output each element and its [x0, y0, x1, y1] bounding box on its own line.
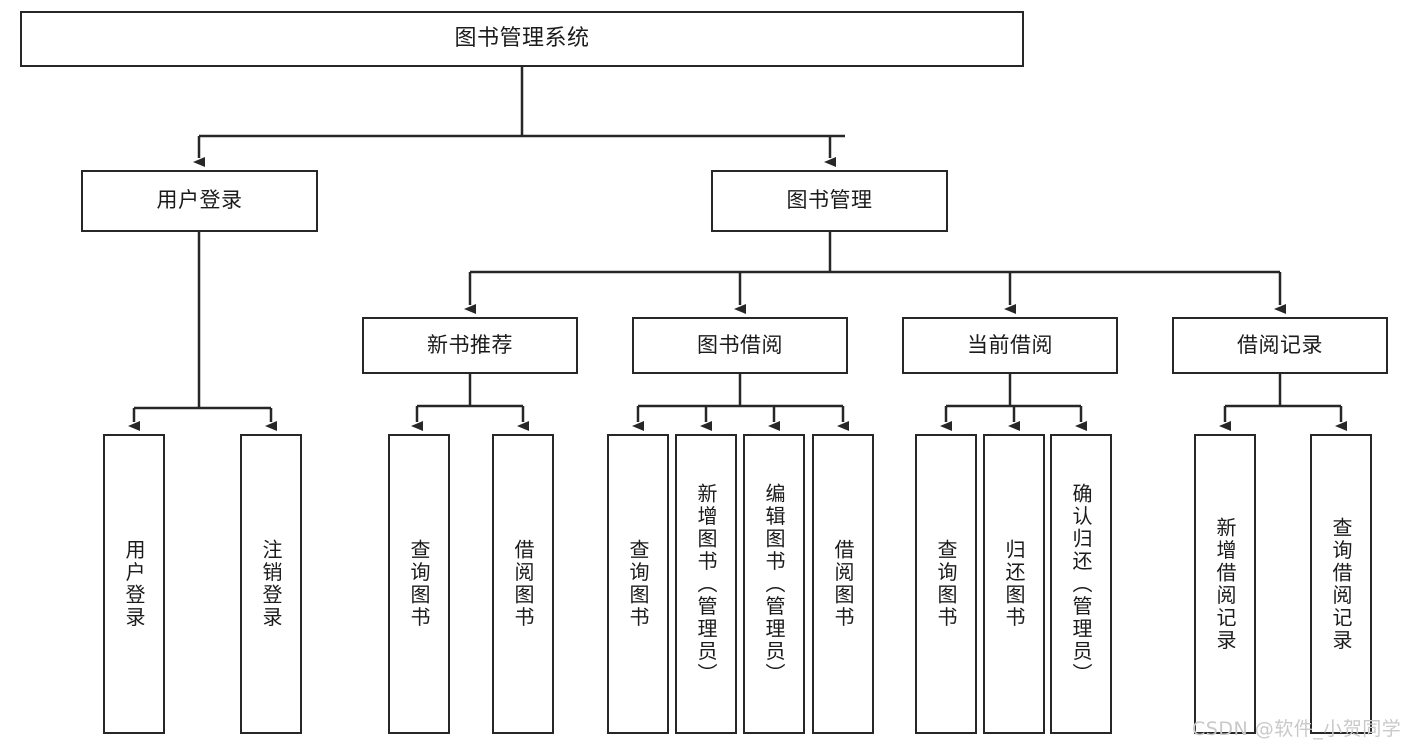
leaf-add-borrow-record-label: 新增借阅记录	[1213, 516, 1237, 652]
leaf-current-query-book[interactable]: 查询图书	[915, 434, 977, 734]
node-book-borrow-label: 图书借阅	[697, 332, 783, 357]
node-user-login-label: 用户登录	[156, 188, 243, 213]
leaf-borrow-book-label: 借阅图书	[831, 539, 855, 629]
leaf-confirm-return-admin-label: 确认归还（管理员）	[1069, 482, 1093, 686]
node-book-borrow[interactable]: 图书借阅	[632, 317, 848, 374]
node-borrow-record-label: 借阅记录	[1237, 332, 1323, 357]
node-book-management-label: 图书管理	[786, 188, 873, 213]
leaf-add-book-admin[interactable]: 新增图书（管理员）	[675, 434, 737, 734]
node-new-book-recommend[interactable]: 新书推荐	[362, 317, 578, 374]
leaf-logout-label: 注销登录	[259, 539, 283, 629]
leaf-query-borrow-record[interactable]: 查询借阅记录	[1310, 434, 1372, 734]
leaf-borrow-book[interactable]: 借阅图书	[812, 434, 874, 734]
leaf-add-borrow-record[interactable]: 新增借阅记录	[1194, 434, 1256, 734]
node-new-book-recommend-label: 新书推荐	[427, 332, 513, 357]
leaf-logout[interactable]: 注销登录	[240, 434, 302, 734]
leaf-return-book[interactable]: 归还图书	[983, 434, 1045, 734]
leaf-edit-book-admin[interactable]: 编辑图书（管理员）	[743, 434, 805, 734]
node-current-borrow[interactable]: 当前借阅	[902, 317, 1118, 374]
leaf-return-book-label: 归还图书	[1002, 539, 1026, 629]
node-borrow-record[interactable]: 借阅记录	[1172, 317, 1388, 374]
leaf-new-book-query-label: 查询图书	[407, 539, 431, 629]
leaf-borrow-query-book-label: 查询图书	[626, 539, 650, 629]
node-book-management[interactable]: 图书管理	[711, 170, 948, 232]
leaf-user-login[interactable]: 用户登录	[103, 434, 165, 734]
node-current-borrow-label: 当前借阅	[967, 332, 1053, 357]
node-user-login[interactable]: 用户登录	[81, 170, 318, 232]
node-root-library-system[interactable]: 图书管理系统	[20, 11, 1024, 67]
leaf-current-query-book-label: 查询图书	[934, 539, 958, 629]
leaf-borrow-query-book[interactable]: 查询图书	[607, 434, 669, 734]
leaf-confirm-return-admin[interactable]: 确认归还（管理员）	[1050, 434, 1112, 734]
leaf-add-book-admin-label: 新增图书（管理员）	[694, 482, 718, 686]
leaf-new-book-query[interactable]: 查询图书	[388, 434, 450, 734]
leaf-query-borrow-record-label: 查询借阅记录	[1329, 516, 1353, 652]
node-root-label: 图书管理系统	[454, 25, 590, 51]
leaf-user-login-label: 用户登录	[122, 539, 146, 629]
leaf-new-book-borrow-label: 借阅图书	[511, 539, 535, 629]
leaf-new-book-borrow[interactable]: 借阅图书	[492, 434, 554, 734]
leaf-edit-book-admin-label: 编辑图书（管理员）	[762, 482, 786, 686]
